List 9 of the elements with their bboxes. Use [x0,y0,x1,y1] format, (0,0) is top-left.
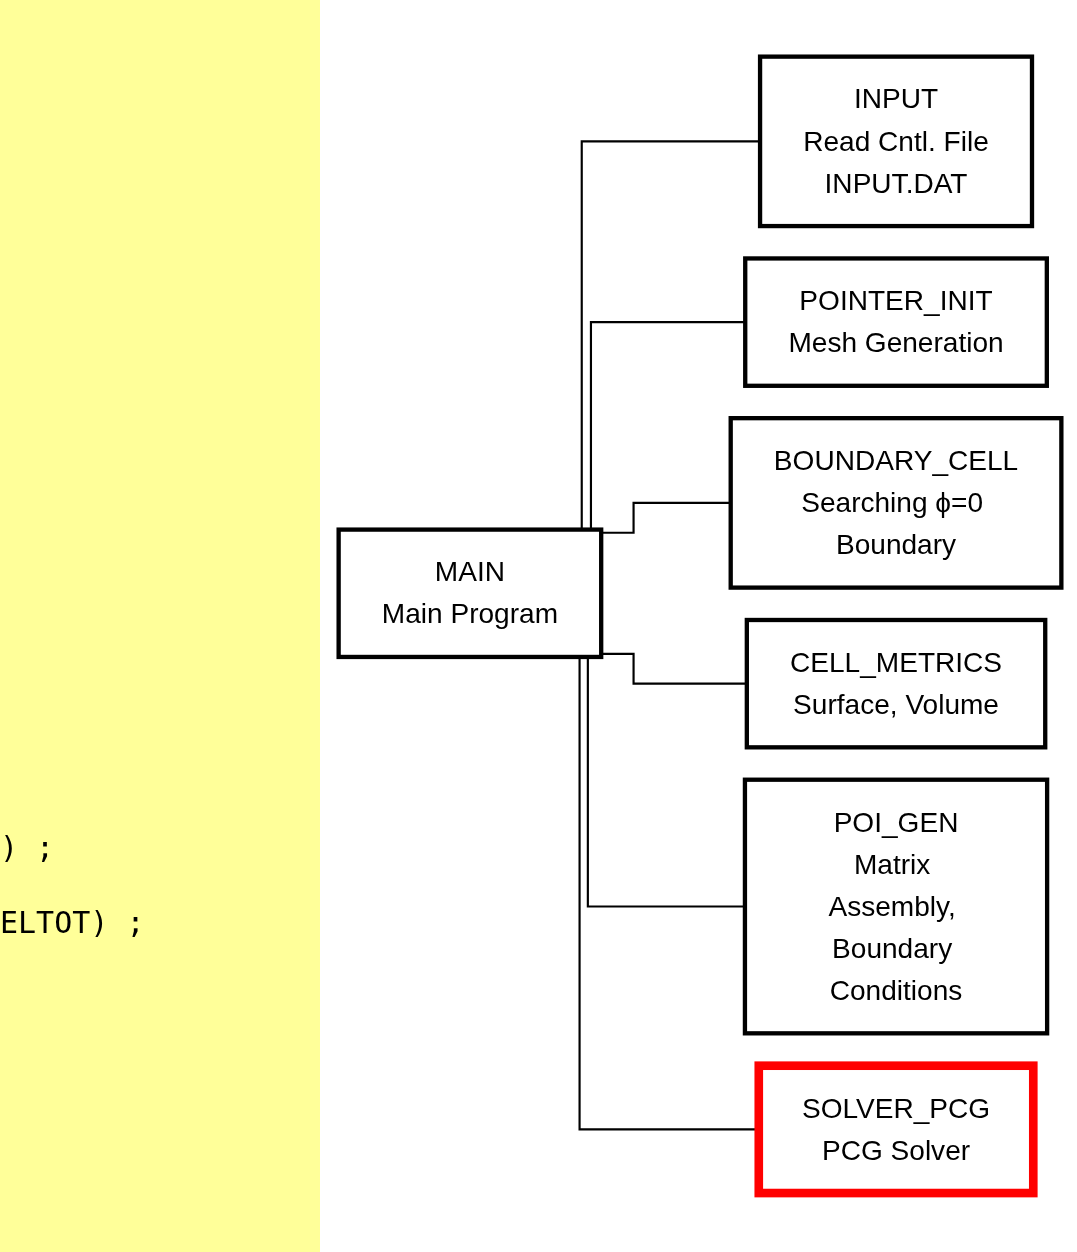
code-text: ELTOT) ; [0,905,145,940]
node-box: BOUNDARY_CELL Searching ϕ=0 Boundary [728,416,1064,590]
node-box: POINTER_INIT Mesh Generation [743,256,1049,389]
node-box: MAIN Main Program [336,527,604,660]
node-box: CELL_METRICS Surface, Volume [744,618,1048,750]
node-box: INPUT Read Cntl. File INPUT.DAT [757,54,1035,229]
code-text: ) ; [0,830,55,865]
node-box: POI_GEN Matrix Assembly, Boundary Conditions [742,777,1050,1036]
node-box: SOLVER_PCG PCG Solver [754,1061,1038,1198]
